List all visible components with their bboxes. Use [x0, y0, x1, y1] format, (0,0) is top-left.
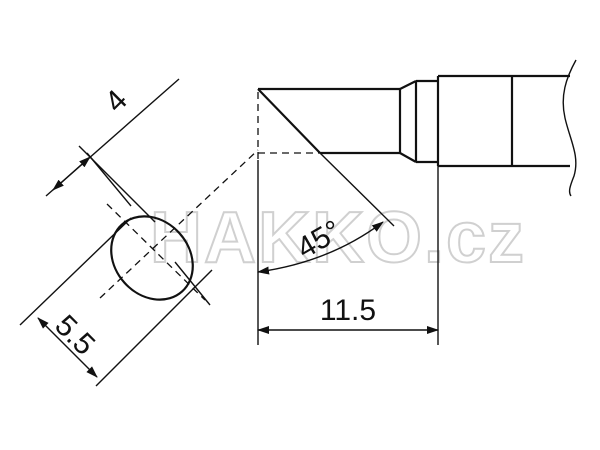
center-line	[99, 149, 259, 299]
tip-edge-line-lower	[19, 217, 132, 326]
dimension-width-label: 4	[99, 84, 134, 119]
break-line	[562, 59, 577, 197]
dimension-width-arrow	[52, 156, 91, 191]
tip-bevel-edge	[257, 88, 321, 154]
angle-arc	[257, 221, 384, 275]
extension-line-right	[174, 261, 211, 306]
collar-taper-top	[399, 80, 417, 90]
dimension-length-label: 11.5	[320, 294, 376, 327]
dimension-diameter-arrow	[37, 317, 98, 378]
angle-extension-line	[319, 152, 395, 227]
collar-taper-bottom	[399, 152, 417, 163]
tip-edge-line-upper	[78, 145, 156, 223]
center-line-cross	[106, 203, 206, 301]
tip-face-ellipse	[110, 215, 194, 301]
tip-edge-line-bottom	[95, 269, 213, 387]
dimension-diameter-label: 5.5	[48, 309, 101, 362]
